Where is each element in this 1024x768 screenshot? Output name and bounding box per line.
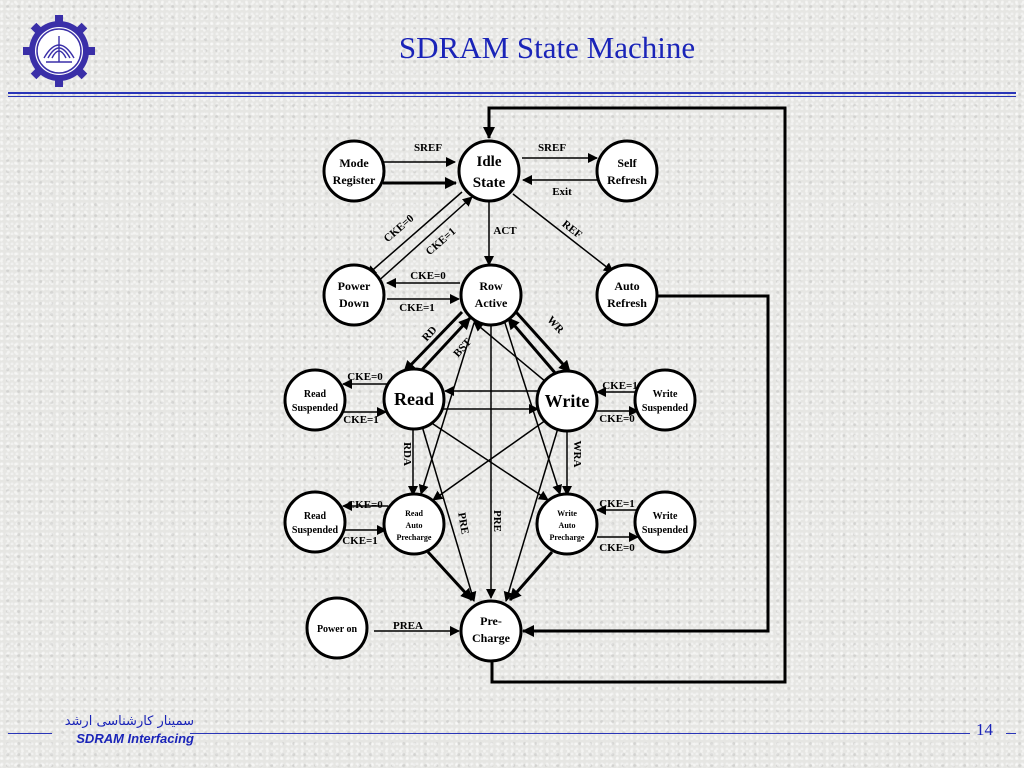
states <box>283 139 697 663</box>
slide-title: SDRAM State Machine <box>398 30 696 65</box>
state-power-on <box>305 596 369 660</box>
state-read <box>382 367 446 431</box>
label-sref-self: SREF <box>538 142 566 154</box>
label-read-susp-cke1: CKE=1 <box>343 414 379 426</box>
state-write <box>535 369 599 433</box>
page-number: 14 <box>976 720 993 739</box>
label-ref: REF <box>559 218 584 241</box>
edge-row-to-write <box>514 310 572 374</box>
edge-write-to-precharge <box>503 427 559 602</box>
label-wap-susp-cke1: CKE=1 <box>599 498 635 510</box>
state-auto-refresh <box>595 263 659 327</box>
state-write-suspended-2 <box>633 490 697 554</box>
state-read-suspended-1 <box>283 368 347 432</box>
state-power-down <box>322 263 386 327</box>
state-mode-register <box>322 139 386 203</box>
state-row-active <box>459 263 523 327</box>
label-cke1-power-down: CKE=1 <box>424 226 459 258</box>
footer-rule-left <box>8 733 52 734</box>
edge-write-to-row <box>506 317 558 375</box>
label-read-susp-cke0: CKE=0 <box>347 371 383 383</box>
edge-row-to-read <box>402 310 464 374</box>
footer-persian-text: سمینار کارشناسی ارشد <box>64 714 194 729</box>
university-logo <box>23 15 95 87</box>
footer-course-title: SDRAM Interfacing <box>76 731 194 746</box>
edge-write-to-rap <box>432 419 547 501</box>
edge-wap-to-precharge <box>508 551 554 601</box>
state-precharge <box>459 599 523 663</box>
footer-rule-mid <box>190 733 970 734</box>
edge-row-to-rap <box>418 322 475 495</box>
title-rule-thick <box>8 92 1016 94</box>
label-rap-susp-cke1: CKE=1 <box>342 535 378 547</box>
state-precharge-label: Pre-Charge <box>472 614 511 645</box>
label-write-susp-cke1: CKE=1 <box>602 380 638 392</box>
label-rd: RD <box>420 324 440 344</box>
footer-rule-right <box>1006 733 1016 734</box>
state-idle <box>457 139 521 203</box>
footer: سمینار کارشناسی ارشد SDRAM Interfacing <box>14 714 194 746</box>
label-rda: RDA <box>401 442 413 466</box>
label-act: ACT <box>493 225 517 237</box>
state-power-on-label: Power on <box>317 624 358 635</box>
label-wap-susp-cke0: CKE=0 <box>599 542 635 554</box>
edge-precharge-to-idle <box>483 106 787 684</box>
edge-write-to-row-thin <box>473 321 547 383</box>
edge-idle-to-power-down <box>366 191 463 276</box>
state-write-suspended-1 <box>633 368 697 432</box>
label-pre-left: PRE <box>455 512 471 536</box>
state-self-refresh <box>595 139 659 203</box>
edge-read-to-precharge <box>421 425 477 602</box>
label-pre-right: PRE <box>491 510 503 532</box>
label-bst: BST <box>451 336 474 360</box>
state-write-auto-precharge <box>535 492 599 556</box>
label-cke1-row: CKE=1 <box>399 302 435 314</box>
label-rap-susp-cke0: CKE=0 <box>347 499 383 511</box>
title-rule-thin <box>8 96 1016 97</box>
edge-auto-refresh-to-precharge <box>522 294 770 637</box>
label-wra: WRA <box>571 441 583 468</box>
edge-power-down-to-idle <box>374 196 473 285</box>
transitions <box>342 106 787 684</box>
label-cke0-power-down: CKE=0 <box>382 212 417 245</box>
state-read-suspended-2 <box>283 490 347 554</box>
state-read-auto-precharge <box>382 492 446 556</box>
edge-read-to-row <box>416 316 472 376</box>
edge-idle-to-auto-refresh <box>512 193 614 273</box>
label-cke0-row: CKE=0 <box>410 270 446 282</box>
label-write-susp-cke0: CKE=0 <box>599 413 635 425</box>
label-prea: PREA <box>393 620 423 632</box>
label-exit: Exit <box>552 186 572 198</box>
edge-row-to-wap <box>504 322 563 495</box>
label-sref-mode: SREF <box>414 142 442 154</box>
state-read-label: Read <box>394 389 434 409</box>
edge-rap-to-precharge <box>426 550 474 602</box>
label-wr: WR <box>544 314 566 337</box>
state-write-label: Write <box>545 391 590 411</box>
